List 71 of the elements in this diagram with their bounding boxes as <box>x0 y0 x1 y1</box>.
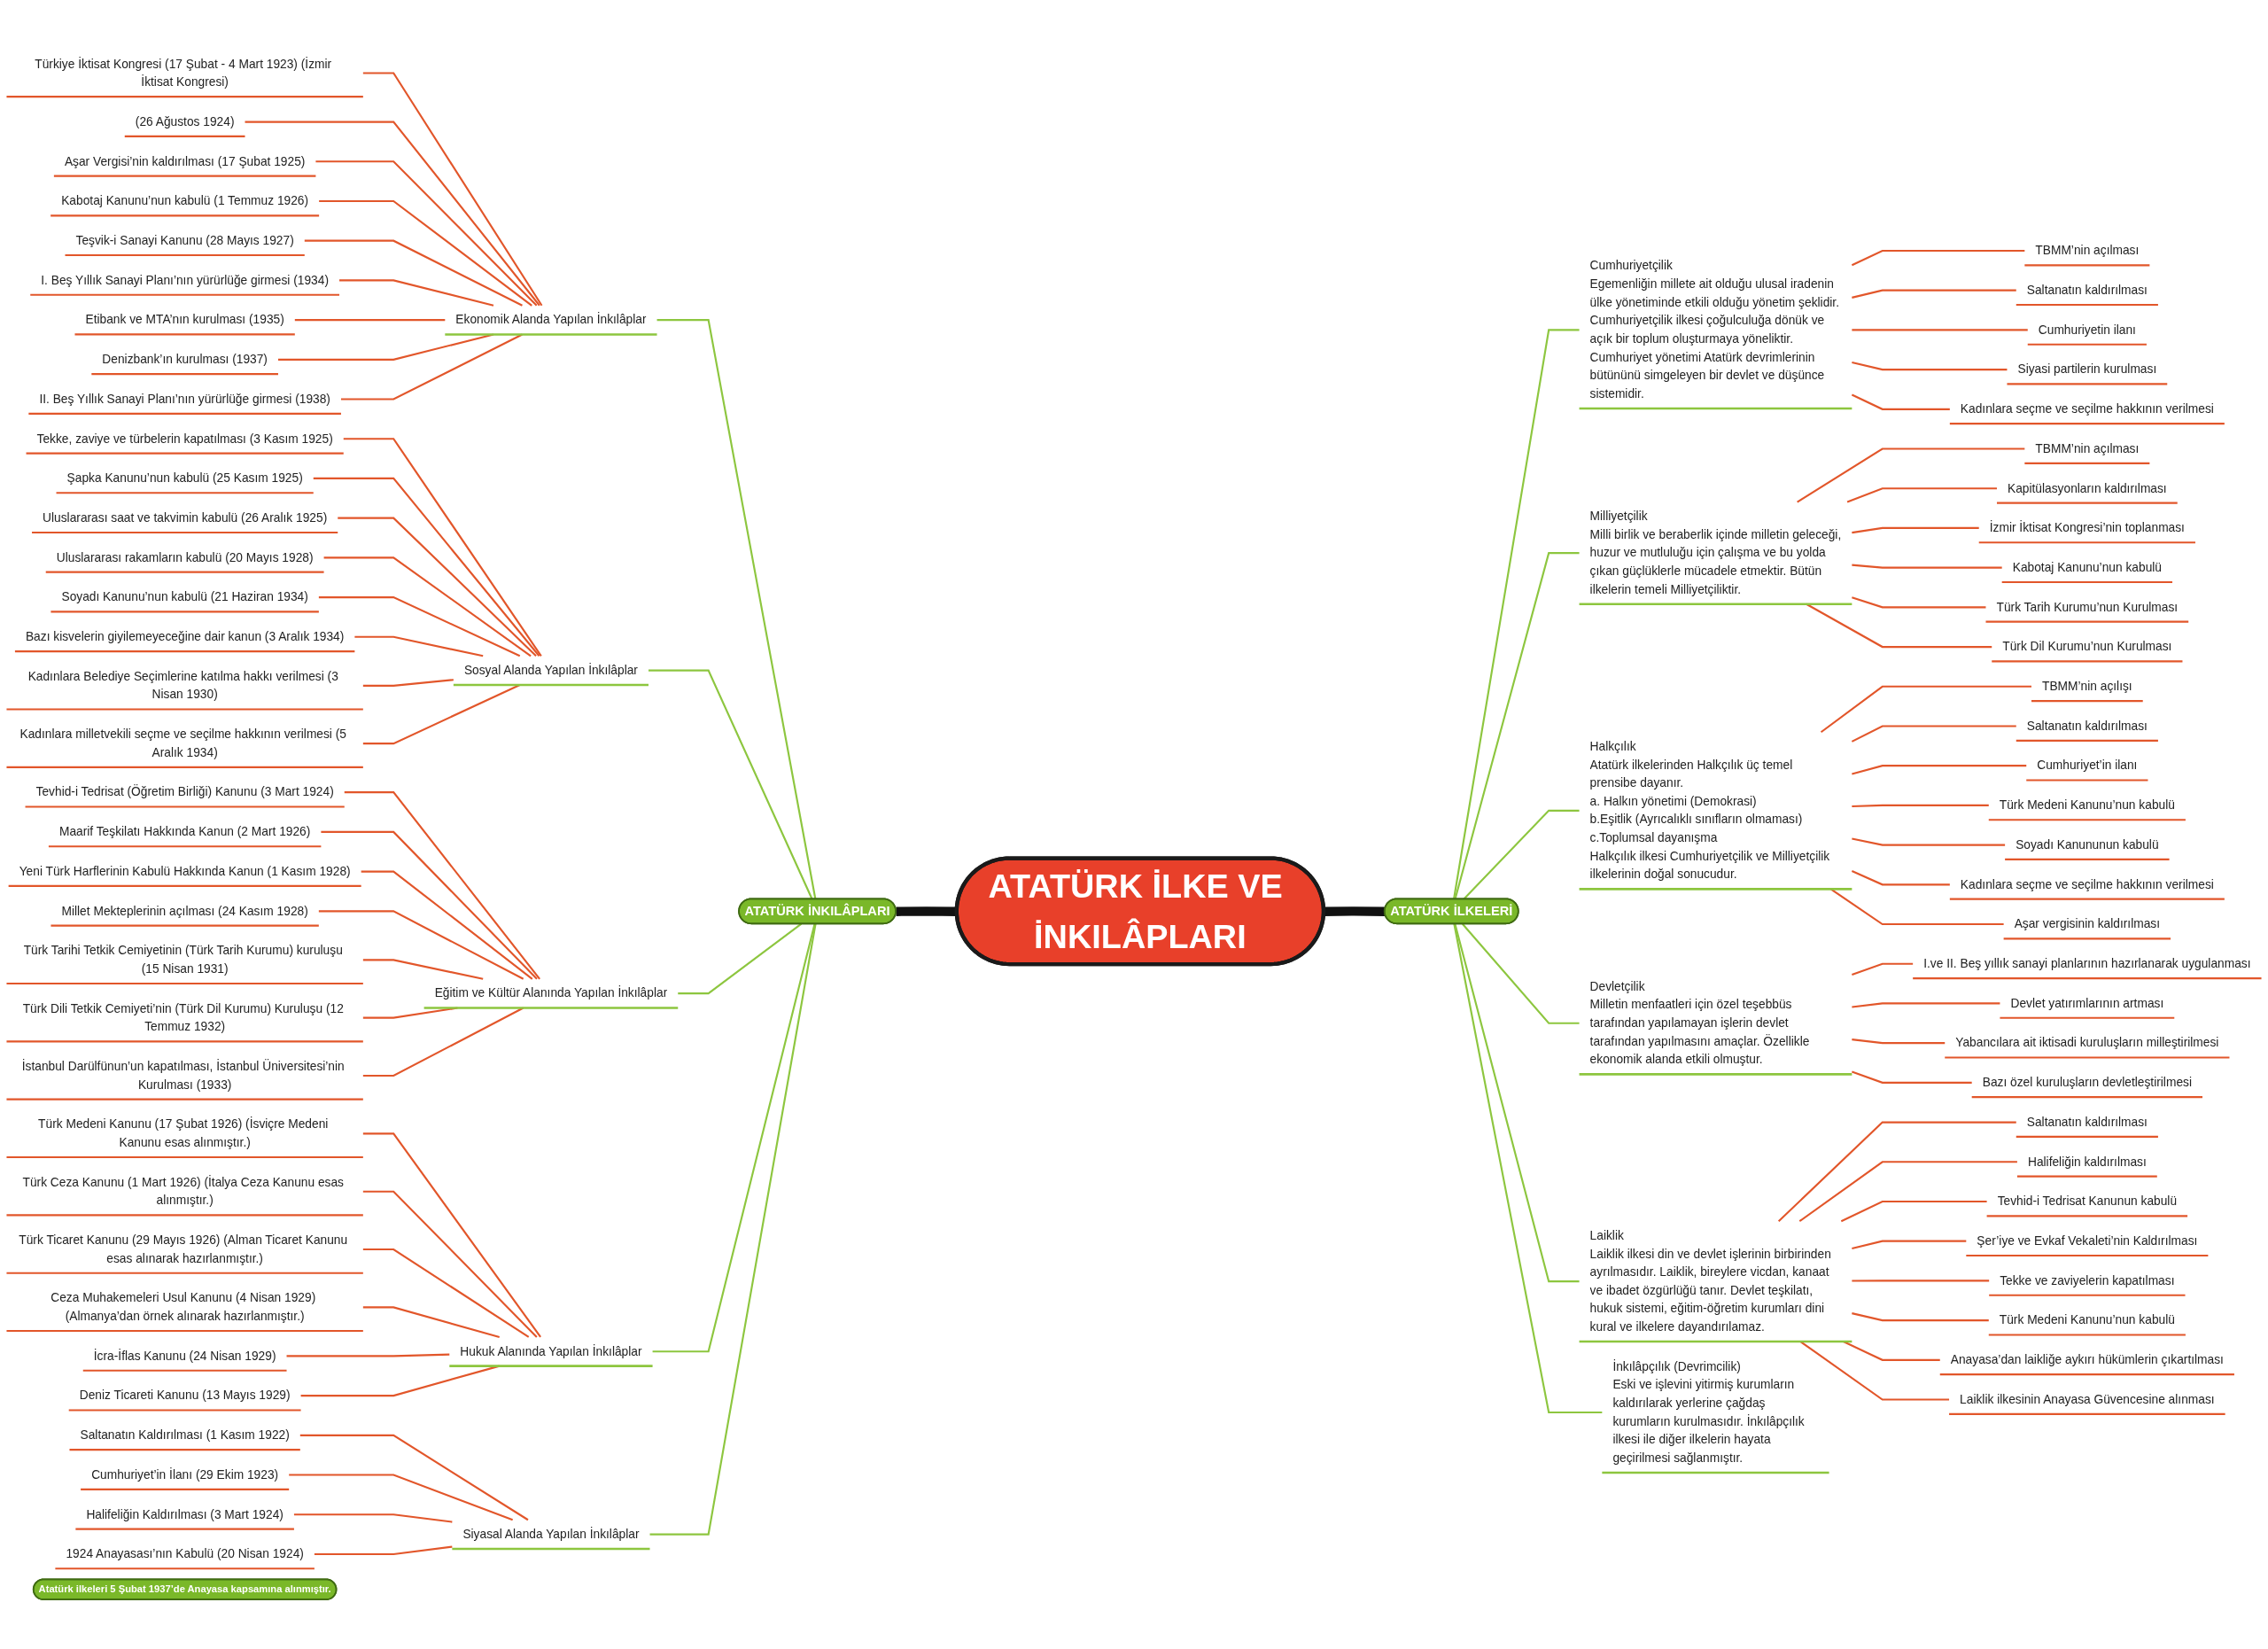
connector <box>362 1132 541 1338</box>
connector <box>1799 1341 1950 1401</box>
connector <box>1852 329 2028 331</box>
connector <box>319 199 532 307</box>
connector <box>299 1434 529 1521</box>
connector <box>649 669 813 900</box>
connector <box>313 477 540 657</box>
connector <box>1806 603 1992 649</box>
connector <box>1846 487 1997 503</box>
connector <box>1852 596 1986 609</box>
connector <box>1840 1200 1987 1223</box>
connector <box>318 596 521 657</box>
connector <box>1852 1002 2000 1008</box>
connector <box>304 239 523 307</box>
connector <box>1851 393 1950 410</box>
connector <box>1852 765 2027 775</box>
connector <box>1852 837 2006 846</box>
connector <box>362 679 454 687</box>
connector <box>362 1306 500 1338</box>
connector <box>286 1353 450 1357</box>
connector <box>318 910 524 980</box>
connector <box>343 438 542 657</box>
connector <box>362 72 543 307</box>
connector <box>1852 1070 1972 1084</box>
connector <box>293 1513 453 1523</box>
connector <box>321 830 538 980</box>
connector <box>1852 1312 1989 1322</box>
connector <box>362 683 521 745</box>
connector <box>362 1248 530 1338</box>
connector <box>1797 447 2025 503</box>
connector <box>1852 361 2008 371</box>
connector <box>1829 888 2004 926</box>
connector <box>340 333 523 401</box>
connector <box>300 1365 500 1397</box>
connector <box>1454 923 1580 1283</box>
connector <box>245 121 540 307</box>
connector <box>323 556 532 657</box>
connector <box>339 279 494 307</box>
connector <box>1852 804 1989 808</box>
connector <box>314 1545 453 1556</box>
connector <box>1777 1121 2016 1222</box>
connector <box>1453 923 1603 1414</box>
connector <box>354 635 484 657</box>
connector <box>362 1190 538 1338</box>
connector <box>1852 1280 1990 1282</box>
connector <box>1820 685 2031 734</box>
connector <box>294 319 446 322</box>
connector <box>1798 1161 2017 1223</box>
connector <box>678 922 803 995</box>
connector <box>1851 870 1950 886</box>
connector <box>344 791 540 980</box>
connector <box>315 160 538 307</box>
connector <box>1851 249 2025 267</box>
connector <box>1852 962 1914 976</box>
connector <box>1852 289 2016 299</box>
connector <box>652 923 816 1353</box>
connector <box>362 1007 524 1077</box>
connector <box>1852 526 1979 534</box>
connector <box>289 1474 514 1521</box>
connector <box>1462 923 1580 1024</box>
connector <box>361 870 533 980</box>
connector <box>1843 1341 1940 1361</box>
connector <box>338 517 537 657</box>
connector <box>649 923 817 1536</box>
connector <box>1324 906 1386 916</box>
connector <box>1851 725 2016 743</box>
connector <box>1852 564 2002 569</box>
connector <box>1852 1038 1946 1045</box>
connector <box>656 319 817 899</box>
connector <box>1852 1240 1967 1250</box>
connector <box>362 959 484 980</box>
